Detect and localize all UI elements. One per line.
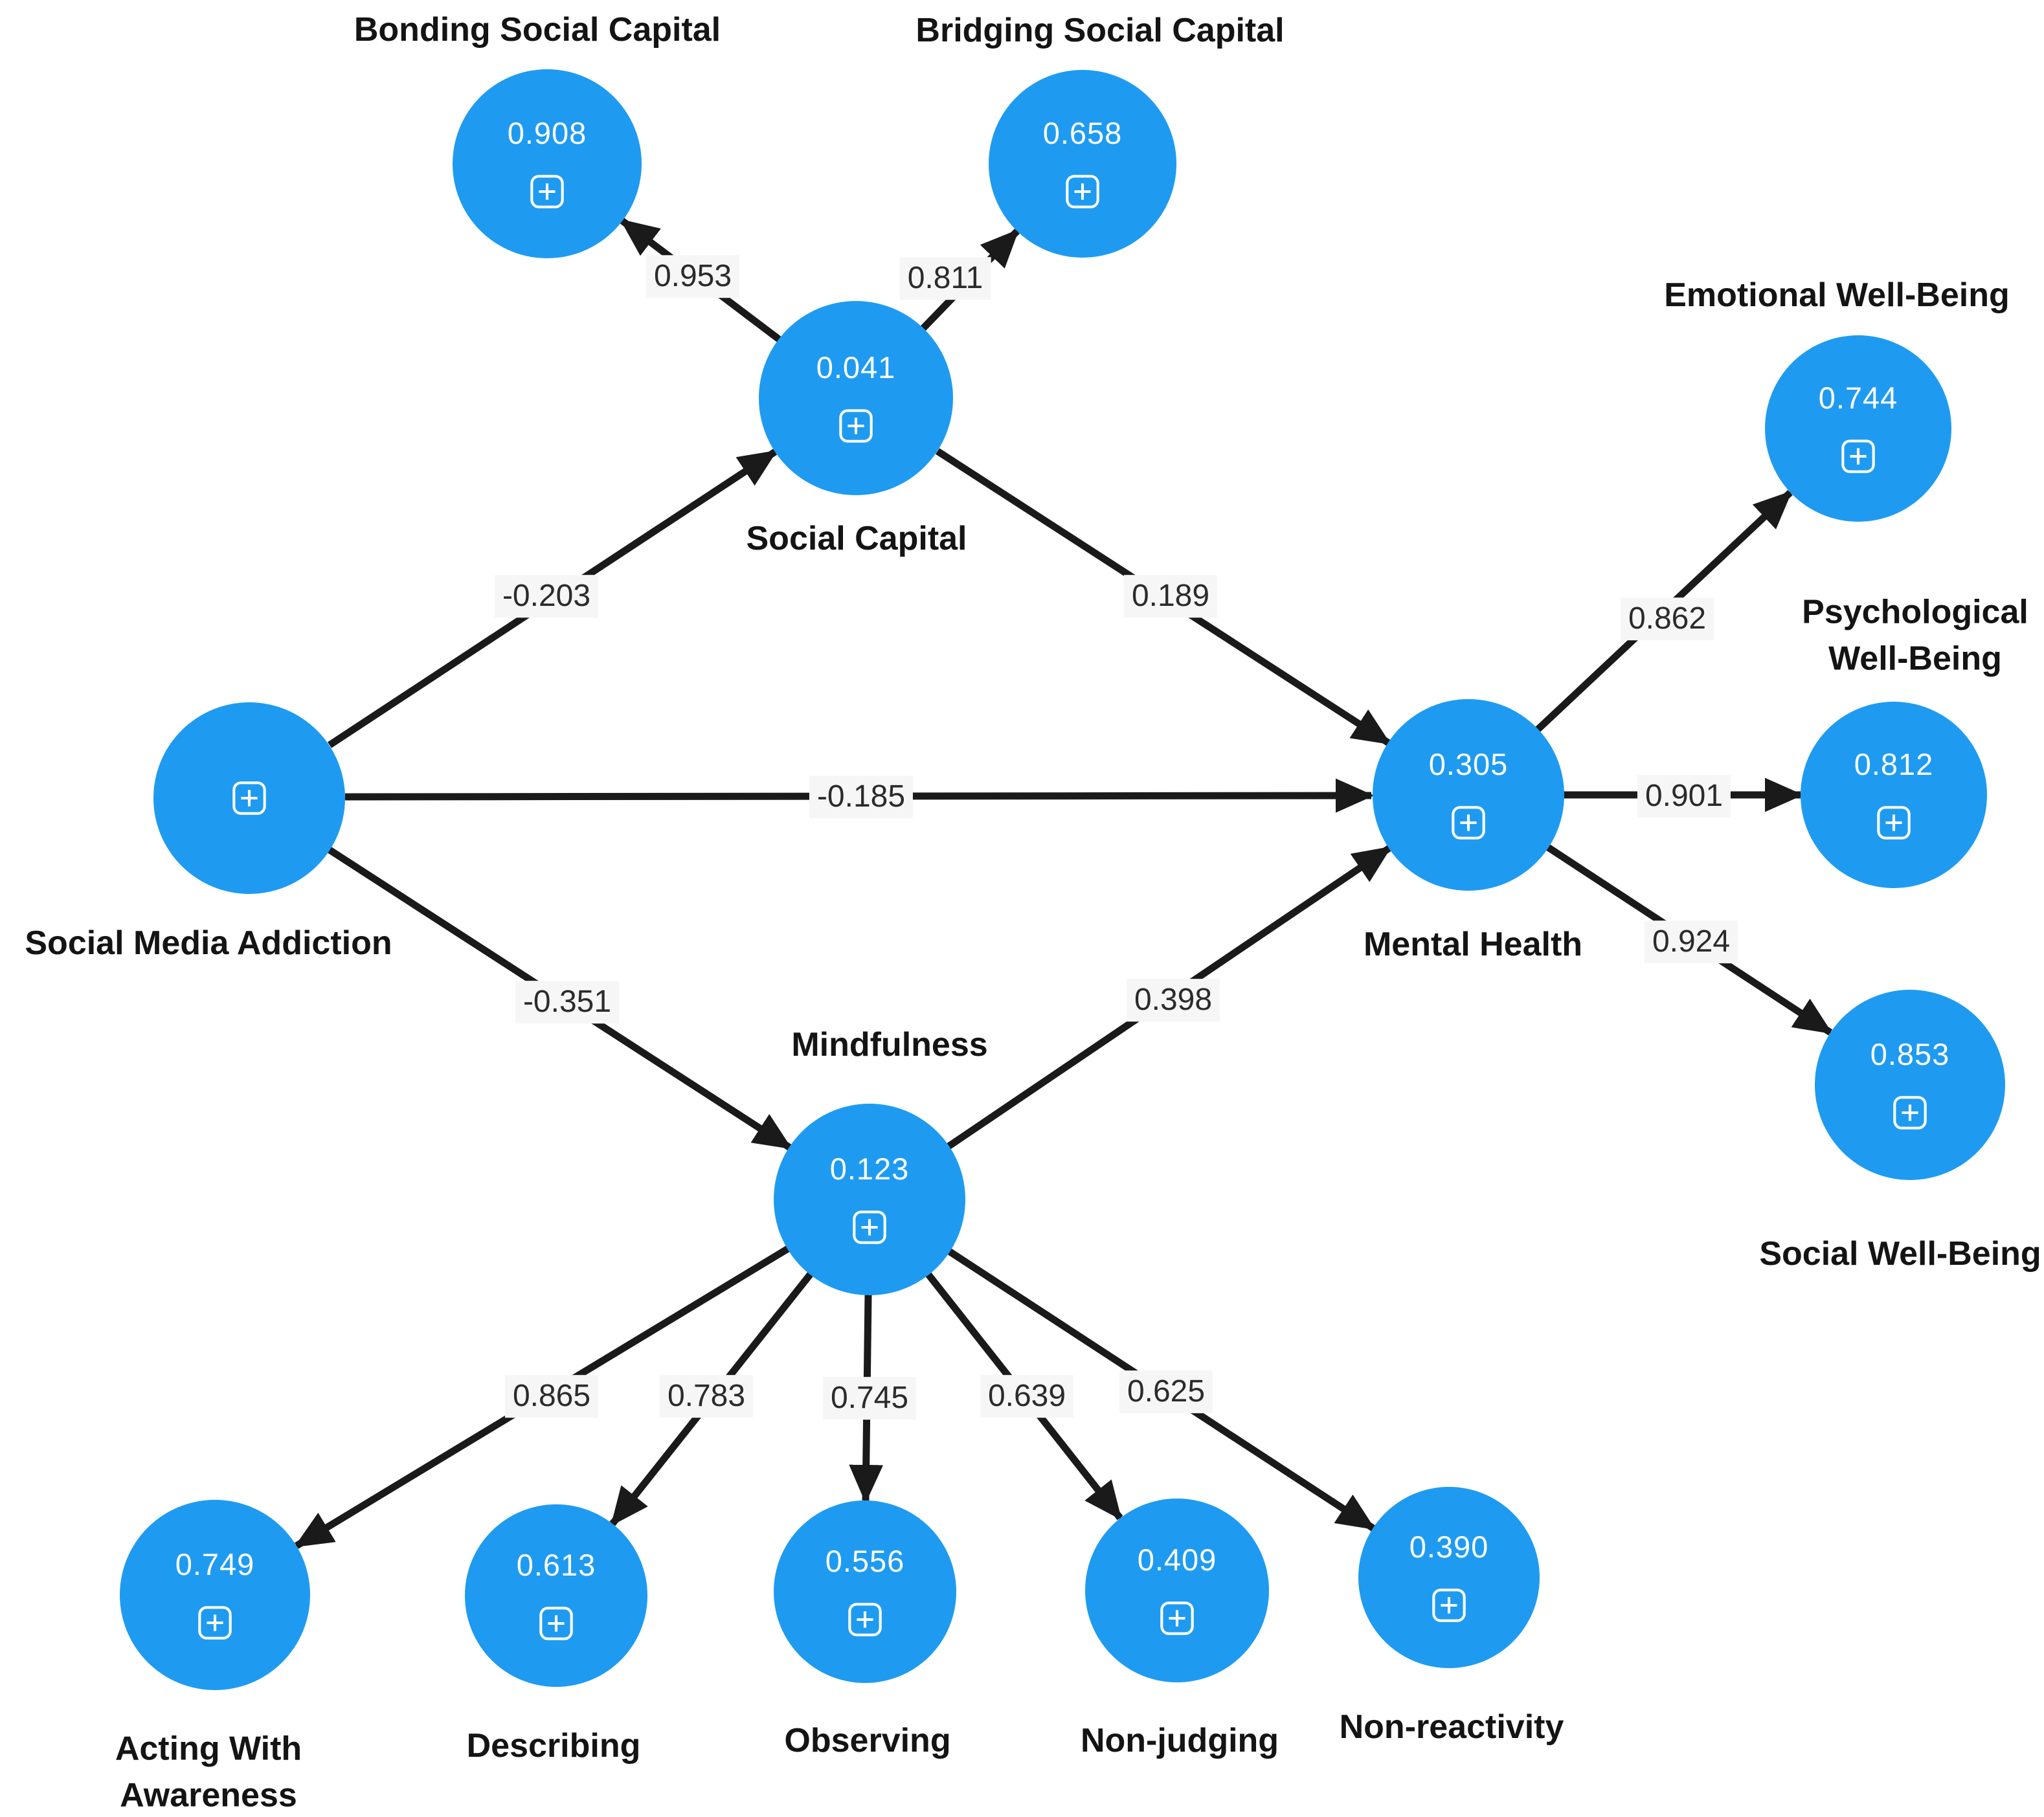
path-coefficient-mf-non-reactivity[interactable]: 0.625 [1119, 1370, 1213, 1413]
node-r2-value: 0.812 [1854, 746, 1934, 781]
node-r2-value: 0.556 [825, 1543, 905, 1578]
node-label-social-media-addiction: Social Media Addiction [25, 924, 392, 963]
node-psychological-well-being[interactable]: 0.812 [1801, 702, 1987, 888]
node-describing[interactable]: 0.613 [465, 1504, 647, 1687]
node-social-media-addiction[interactable] [153, 702, 345, 894]
node-label-social-capital: Social Capital [746, 520, 967, 558]
node-label-observing: Observing [784, 1722, 951, 1760]
node-label-non-judging: Non-judging [1080, 1722, 1279, 1760]
node-label-non-reactivity: Non-reactivity [1339, 1708, 1564, 1746]
node-label-bonding-social-capital: Bonding Social Capital [354, 11, 721, 49]
path-coefficient-mh-social-wb[interactable]: 0.924 [1644, 920, 1738, 963]
node-r2-value: 0.390 [1409, 1529, 1489, 1564]
node-r2-value: 0.908 [507, 115, 587, 150]
plus-icon[interactable] [837, 407, 875, 445]
node-r2-value: 0.613 [516, 1547, 596, 1582]
plus-icon[interactable] [1891, 1094, 1929, 1131]
node-r2-value: 0.658 [1042, 115, 1123, 150]
plus-icon[interactable] [537, 1605, 575, 1642]
node-social-capital[interactable]: 0.041 [759, 301, 953, 495]
plus-icon[interactable] [1450, 804, 1487, 842]
path-coefficient-mh-psychological-wb[interactable]: 0.901 [1637, 775, 1731, 818]
node-label-mindfulness: Mindfulness [791, 1026, 988, 1064]
plus-icon[interactable] [196, 1604, 234, 1642]
path-coefficient-mf-acting[interactable]: 0.865 [504, 1375, 599, 1418]
node-r2-value: 0.041 [816, 350, 896, 385]
node-label-describing: Describing [466, 1727, 641, 1765]
path-coefficient-sc-bridging[interactable]: 0.811 [899, 257, 991, 300]
node-label-bridging-social-capital: Bridging Social Capital [915, 12, 1285, 50]
path-coefficient-sma-social-capital[interactable]: -0.203 [494, 575, 599, 618]
node-bridging-social-capital[interactable]: 0.658 [989, 70, 1176, 258]
node-label-social-well-being: Social Well-Being [1759, 1235, 2041, 1273]
node-r2-value: 0.853 [1870, 1036, 1950, 1071]
node-r2-value: 0.305 [1428, 746, 1509, 781]
node-mental-health[interactable]: 0.305 [1373, 699, 1564, 891]
path-coefficient-mf-observing[interactable]: 0.745 [822, 1377, 917, 1420]
node-acting-with-awareness[interactable]: 0.749 [120, 1500, 310, 1690]
node-label-psychological-well-being: Psychological Well-Being [1802, 593, 2028, 677]
plus-icon[interactable] [1158, 1600, 1196, 1637]
node-label-mental-health: Mental Health [1363, 926, 1583, 964]
node-r2-value: 0.123 [829, 1151, 910, 1186]
plus-icon[interactable] [1875, 804, 1913, 842]
node-non-reactivity[interactable]: 0.390 [1358, 1487, 1540, 1668]
plus-icon[interactable] [846, 1601, 884, 1638]
plus-icon[interactable] [851, 1209, 888, 1246]
path-coefficient-mh-emotional-wb[interactable]: 0.862 [1620, 597, 1714, 640]
path-coefficient-mf-mental-health[interactable]: 0.398 [1126, 979, 1220, 1021]
node-non-judging[interactable]: 0.409 [1085, 1499, 1269, 1682]
path-coefficient-sc-mental-health[interactable]: 0.189 [1123, 575, 1218, 618]
node-label-acting-with-awareness: Acting With Awareness [115, 1730, 302, 1814]
node-r2-value: 0.744 [1818, 380, 1898, 415]
node-label-emotional-well-being: Emotional Well-Being [1664, 276, 2010, 315]
plus-icon[interactable] [230, 779, 268, 817]
node-mindfulness[interactable]: 0.123 [774, 1104, 965, 1295]
node-bonding-social-capital[interactable]: 0.908 [453, 69, 642, 258]
path-coefficient-mf-describing[interactable]: 0.783 [659, 1375, 754, 1418]
path-coefficient-sma-mindfulness[interactable]: -0.351 [515, 981, 620, 1023]
plus-icon[interactable] [1839, 438, 1877, 475]
node-emotional-well-being[interactable]: 0.744 [1765, 335, 1951, 522]
plus-icon[interactable] [528, 173, 566, 210]
node-r2-value: 0.409 [1137, 1542, 1217, 1577]
path-coefficient-sc-bonding[interactable]: 0.953 [646, 255, 740, 298]
node-social-well-being[interactable]: 0.853 [1815, 990, 2005, 1180]
plus-icon[interactable] [1430, 1587, 1468, 1624]
node-r2-value: 0.749 [175, 1546, 255, 1581]
node-observing[interactable]: 0.556 [774, 1500, 956, 1683]
path-coefficient-mf-non-judging[interactable]: 0.639 [980, 1375, 1074, 1418]
path-coefficient-sma-mental-health[interactable]: -0.185 [809, 775, 914, 818]
plus-icon[interactable] [1064, 173, 1101, 210]
